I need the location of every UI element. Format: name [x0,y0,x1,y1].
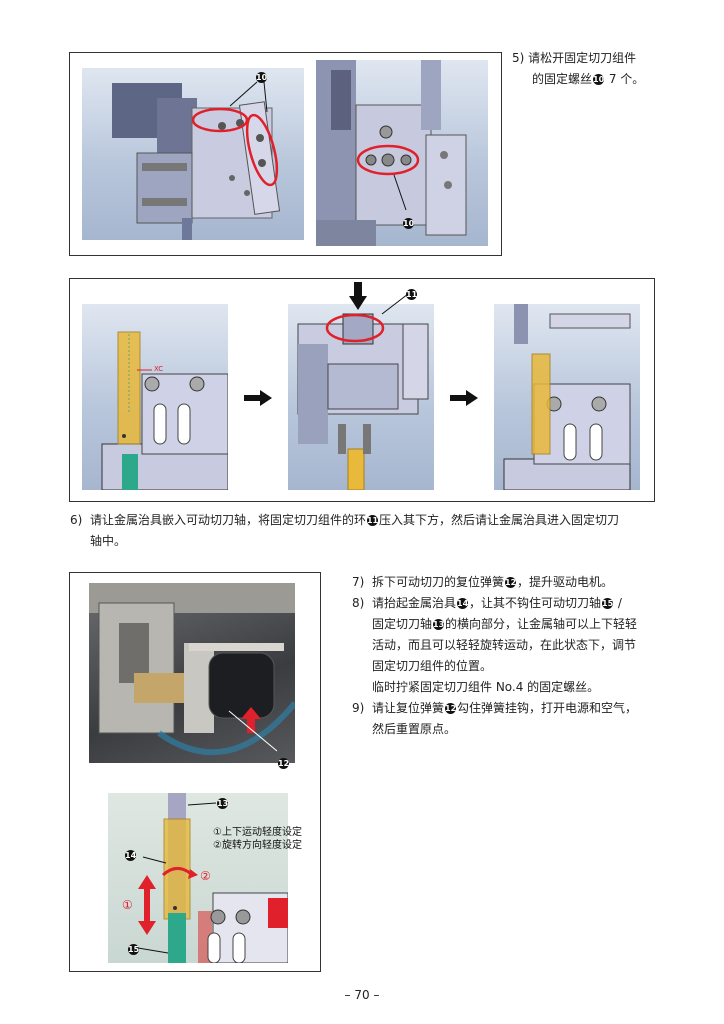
badge-10: 10 [593,74,605,85]
jig-start-drawing [101,331,228,490]
step-8-line2b: 的横向部分，让金属轴可以上下轻轻 [445,617,638,631]
arrow-right-2 [450,390,478,406]
step-9-text-a: 请让复位弹簧 [372,701,445,715]
step-9-number: 9) [352,701,365,715]
render-jig-middle [288,304,434,490]
badge-14: 14 [457,598,469,609]
step-8-line2a: 固定切刀轴 [372,617,433,631]
step-8-text-c: / [614,596,622,610]
step-7-number: 7) [352,575,365,589]
badge-12-step9: 12 [445,703,457,714]
step-5-text: 5) 请松开固定切刀组件 的固定螺丝10 7 个。 [512,48,712,90]
step-7-text-a: 拆下可动切刀的复位弹簧 [372,575,505,589]
step-8-text-a: 请抬起金属治具 [372,596,457,610]
callout-14: 14 [125,850,137,861]
badge-12: 12 [505,577,517,588]
detail-legend: ①上下运动轻度设定 ②旋转方向轻度设定 [213,826,302,852]
step-8-line3: 活动，而且可以轻轻旋转运动，在此状态下，调节 [372,638,637,652]
badge-11: 11 [366,515,379,526]
step-6-text: 6) 请让金属治具嵌入可动切刀轴，将固定切刀组件的环11压入其下方，然后请让金属… [70,510,670,552]
render-cutter-assembly-left [82,68,304,240]
legend-line-2: ②旋转方向轻度设定 [213,840,302,851]
step-6-line1a: 请让金属治具嵌入可动切刀轴，将固定切刀组件的环 [89,513,366,527]
step-5-number: 5) [512,51,525,65]
page-number: – 70 – [344,988,380,1002]
callout-11: 11 [406,289,418,300]
step-7-text-b: ，提升驱动电机。 [517,575,614,589]
step-6-number: 6) [70,513,83,527]
step-8-number: 8) [352,596,365,610]
step-5-line2b: 7 个。 [605,72,645,86]
step-6-line2: 轴中。 [90,534,127,548]
callout-10-top: 10 [256,72,268,83]
jig-end-drawing [503,304,631,490]
step-5-line2a: 的固定螺丝 [532,72,593,86]
jig-middle-drawing [297,313,429,490]
leader-11 [381,293,409,315]
cutter-assembly-drawing [112,81,281,240]
step-5-line1: 请松开固定切刀组件 [528,51,637,65]
render-jig-end [494,304,640,490]
callout-12: 12 [278,758,290,769]
motion-label-2: ② [200,869,211,883]
render-metal-jig-detail [108,793,288,963]
step-8-line4: 固定切刀组件的位置。 [372,659,493,673]
render-jig-start [82,304,228,490]
photo-drive-motor [89,583,295,763]
metal-jig-detail-drawing [137,793,288,963]
badge-15: 15 [602,598,614,609]
callout-15: 15 [128,944,140,955]
motion-label-1: ① [122,898,133,912]
steps-7-9-text: 7)拆下可动切刀的复位弹簧12，提升驱动电机。 8)请抬起金属治具14，让其不钩… [352,572,682,740]
step-6-line1b: 压入其下方，然后请让金属治具进入固定切刀 [378,513,619,527]
legend-line-1: ①上下运动轻度设定 [213,827,302,838]
callout-10-bottom: 10 [403,218,415,229]
arrow-right-1 [244,390,272,406]
cutter-assembly-closeup [316,60,467,246]
step-9-line2: 然后重置原点。 [372,722,457,736]
badge-13: 13 [433,619,445,630]
step-8-line5: 临时拧紧固定切刀组件 No.4 的固定螺丝。 [372,680,600,694]
callout-13: 13 [217,798,229,809]
drive-motor-drawing [89,583,295,756]
step-8-text-b: ，让其不钩住可动切刀轴 [469,596,602,610]
step-9-text-b: 勾住弹簧挂钩，打开电源和空气， [457,701,638,715]
render-cutter-assembly-right [316,60,488,246]
down-arrow-indicator [349,282,367,310]
axis-label-xc: XC [154,365,164,373]
